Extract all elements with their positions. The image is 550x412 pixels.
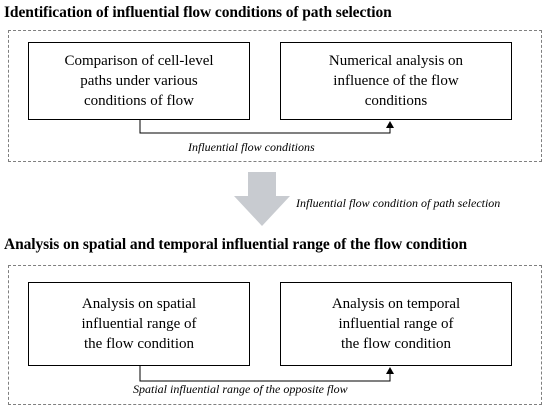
temporal-analysis-box-line2: influential range of xyxy=(338,316,454,332)
comparison-box-line3: conditions of flow xyxy=(84,93,194,109)
spatial-analysis-box-line1: Analysis on spatial xyxy=(81,296,197,312)
spatial-analysis-box: Analysis on spatial influential range of… xyxy=(28,282,250,366)
section2-connector-label: Spatial influential range of the opposit… xyxy=(131,382,350,397)
comparison-box-line1: Comparison of cell-level xyxy=(64,53,214,69)
numerical-analysis-box-line1: Numerical analysis on xyxy=(328,53,464,69)
down-arrow-icon xyxy=(234,172,290,226)
transition-label: Influential flow condition of path selec… xyxy=(296,196,501,210)
numerical-analysis-box: Numerical analysis on influence of the f… xyxy=(280,42,512,120)
spatial-analysis-box-line2: influential range of xyxy=(81,316,197,332)
temporal-analysis-box-line3: the flow condition xyxy=(341,336,451,352)
section1-connector-label: Influential flow conditions xyxy=(186,140,317,155)
section1-frame xyxy=(8,30,542,162)
section2-frame xyxy=(8,265,542,405)
temporal-analysis-box-line1: Analysis on temporal xyxy=(331,296,461,312)
section2-title: Analysis on spatial and temporal influen… xyxy=(4,236,468,253)
section1-title: Identification of influential flow condi… xyxy=(4,4,392,21)
comparison-box: Comparison of cell-level paths under var… xyxy=(28,42,250,120)
temporal-analysis-box: Analysis on temporal influential range o… xyxy=(280,282,512,366)
spatial-analysis-box-line3: the flow condition xyxy=(84,336,194,352)
numerical-analysis-box-line3: conditions xyxy=(364,93,428,109)
comparison-box-line2: paths under various xyxy=(80,73,198,89)
numerical-analysis-box-line2: influence of the flow xyxy=(333,73,459,89)
